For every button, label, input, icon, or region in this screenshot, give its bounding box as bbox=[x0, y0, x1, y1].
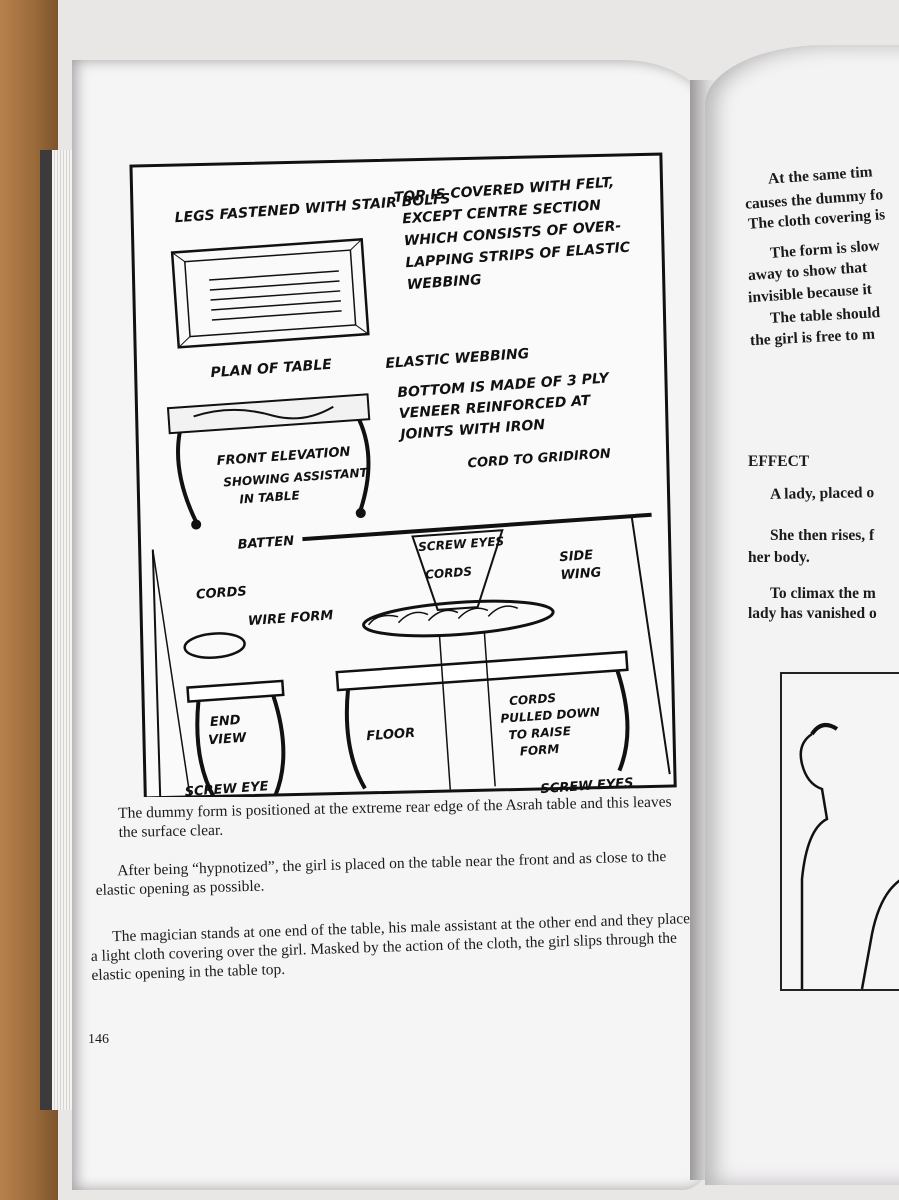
right-line-13: lady has vanished o bbox=[748, 605, 877, 622]
diagram-frame bbox=[129, 152, 677, 800]
page-number: 146 bbox=[88, 1032, 109, 1047]
wire-form-shape bbox=[362, 599, 555, 638]
right-line-10: She then rises, f bbox=[770, 527, 875, 544]
label-showing-2: IN TABLE bbox=[239, 488, 301, 506]
right-page-illustration bbox=[780, 672, 899, 991]
label-top-5: WEBBING bbox=[406, 272, 482, 293]
label-cords-pulled-4: FORM bbox=[519, 742, 560, 759]
label-wire-form: WIRE FORM bbox=[248, 608, 334, 629]
label-cords-pulled-3: TO RAISE bbox=[508, 724, 572, 742]
label-side: SIDE bbox=[559, 548, 594, 565]
label-cords-pulled-1: CORDS bbox=[509, 691, 557, 708]
right-line-11: her body. bbox=[748, 549, 810, 566]
label-end: END bbox=[209, 713, 241, 730]
right-line-9: A lady, placed o bbox=[769, 484, 875, 503]
plan-of-table-drawing bbox=[170, 237, 370, 349]
cord-trapezoid bbox=[411, 529, 504, 611]
label-screw-eyes-top: SCREW EYES bbox=[418, 534, 505, 554]
front-elevation-drawing bbox=[166, 393, 371, 530]
side-wing-line bbox=[630, 516, 671, 775]
right-page bbox=[705, 45, 899, 1185]
label-cords-left: CORDS bbox=[196, 584, 248, 603]
right-line-12: To climax the m bbox=[770, 585, 876, 602]
batten-line bbox=[302, 512, 652, 542]
effect-heading: EFFECT bbox=[748, 453, 810, 470]
label-screw-eye: SCREW EYE bbox=[184, 779, 269, 797]
label-floor: FLOOR bbox=[366, 726, 416, 744]
label-batten: BATTEN bbox=[237, 534, 295, 553]
main-table-drawing bbox=[335, 631, 630, 790]
diagram-svg: LEGS FASTENED WITH STAIR BOLTS TOP IS CO… bbox=[129, 152, 677, 801]
end-view-drawing bbox=[151, 549, 286, 801]
label-cords-mid: CORDS bbox=[425, 564, 473, 581]
label-view: VIEW bbox=[208, 731, 248, 749]
label-screw-eyes-bottom: SCREW EYES bbox=[540, 776, 634, 797]
label-cords-pulled-2: PULLED DOWN bbox=[500, 705, 600, 726]
label-wing: WING bbox=[560, 565, 602, 583]
asrah-table-diagram: LEGS FASTENED WITH STAIR BOLTS TOP IS CO… bbox=[128, 152, 678, 801]
